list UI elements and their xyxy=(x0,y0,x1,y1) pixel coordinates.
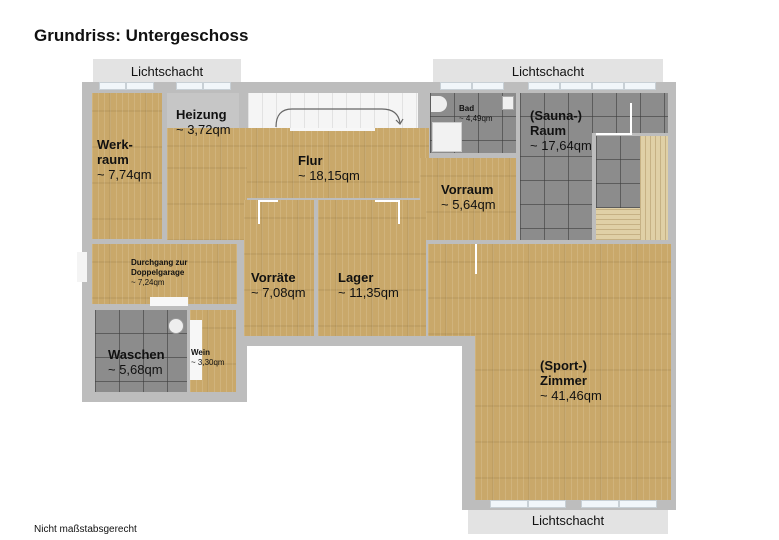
label-werkraum: Werk- raum ~ 7,74qm xyxy=(97,137,152,182)
window xyxy=(619,500,657,508)
window xyxy=(528,82,560,90)
window xyxy=(581,500,619,508)
sauna-cabin-floor xyxy=(596,136,640,208)
window xyxy=(176,82,203,90)
toilet-icon xyxy=(431,96,447,112)
lichtschacht-label: Lichtschacht xyxy=(130,64,204,79)
interior-wall xyxy=(258,200,278,202)
room-lager-floor xyxy=(318,200,426,336)
room-name: Waschen xyxy=(108,347,165,362)
label-heizung: Heizung ~ 3,72qm xyxy=(176,107,231,137)
room-area: ~ 3,72qm xyxy=(176,122,231,137)
label-vorraete: Vorräte ~ 7,08qm xyxy=(251,270,306,300)
sauna-bench-lower xyxy=(596,208,640,240)
lichtschacht-top-right: Lichtschacht xyxy=(433,59,663,84)
window xyxy=(472,82,504,90)
shower-tray-icon xyxy=(432,122,462,152)
room-area: ~ 17,64qm xyxy=(530,138,592,153)
sauna-bench xyxy=(640,136,668,240)
sink-icon xyxy=(502,96,514,110)
room-area: ~ 5,68qm xyxy=(108,362,163,377)
room-area: ~ 41,46qm xyxy=(540,388,602,403)
lichtschacht-top-left: Lichtschacht xyxy=(93,59,241,84)
washing-machine-icon xyxy=(168,318,184,334)
room-name: Vorräte xyxy=(251,270,296,285)
window xyxy=(560,82,592,90)
room-area: ~ 7,08qm xyxy=(251,285,306,300)
room-sauna-floor xyxy=(520,93,668,133)
room-area: ~ 3,30qm xyxy=(191,358,225,367)
room-name: Vorraum xyxy=(441,182,494,197)
lichtschacht-bottom-right: Lichtschacht xyxy=(468,508,668,534)
room-vorraum-floor xyxy=(420,158,516,240)
label-bad: Bad ~ 4,49qm xyxy=(459,104,493,124)
scale-disclaimer: Nicht maßstabsgerecht xyxy=(34,524,137,535)
room-name: Lager xyxy=(338,270,374,285)
staircase xyxy=(248,93,418,128)
door xyxy=(150,297,188,306)
stair-direction-arrow-icon xyxy=(275,108,404,128)
room-name: Raum xyxy=(530,123,567,138)
room-name: Heizung xyxy=(176,107,227,122)
window xyxy=(440,82,472,90)
interior-wall xyxy=(475,244,477,274)
room-name: Durchgang zur xyxy=(131,258,188,267)
room-sauna-floor-lower xyxy=(520,133,592,240)
interior-wall xyxy=(258,200,260,224)
label-wein: Wein ~ 3,30qm xyxy=(191,348,225,368)
room-area: ~ 5,64qm xyxy=(441,197,496,212)
window xyxy=(490,500,528,508)
page-title: Grundriss: Untergeschoss xyxy=(34,26,249,45)
room-flur-floor-ext xyxy=(167,150,247,240)
window xyxy=(203,82,231,90)
label-flur: Flur ~ 18,15qm xyxy=(298,153,360,183)
room-area: ~ 18,15qm xyxy=(298,168,360,183)
window xyxy=(528,500,566,508)
label-sauna: (Sauna-) Raum ~ 17,64qm xyxy=(530,108,592,153)
label-sportzimmer: (Sport-) Zimmer ~ 41,46qm xyxy=(540,358,602,403)
window xyxy=(592,82,624,90)
label-durchgang: Durchgang zur Doppelgarage ~ 7,24qm xyxy=(131,258,187,288)
room-area: ~ 11,35qm xyxy=(338,285,399,300)
interior-wall xyxy=(375,200,400,202)
room-name: Wein xyxy=(191,348,210,357)
lichtschacht-label: Lichtschacht xyxy=(531,513,605,528)
label-lager: Lager ~ 11,35qm xyxy=(338,270,399,300)
label-vorraum: Vorraum ~ 5,64qm xyxy=(441,182,496,212)
room-area: ~ 7,74qm xyxy=(97,167,152,182)
room-area: ~ 7,24qm xyxy=(131,278,165,287)
room-area: ~ 4,49qm xyxy=(459,114,493,123)
room-name: raum xyxy=(97,152,129,167)
lichtschacht-label: Lichtschacht xyxy=(511,64,585,79)
room-sportzimmer-floor-main xyxy=(475,244,671,500)
window xyxy=(99,82,126,90)
room-name: Doppelgarage xyxy=(131,268,185,277)
room-name: (Sport-) xyxy=(540,358,587,373)
room-name: Zimmer xyxy=(540,373,587,388)
interior-wall xyxy=(596,133,632,135)
room-durchgang-floor xyxy=(92,244,237,304)
interior-wall xyxy=(398,200,400,224)
room-name: Werk- xyxy=(97,137,133,152)
interior-wall xyxy=(630,103,632,133)
room-name: Flur xyxy=(298,153,323,168)
room-werkraum-floor xyxy=(92,93,162,239)
room-name: Bad xyxy=(459,104,475,113)
window xyxy=(126,82,154,90)
door xyxy=(290,128,375,131)
label-waschen: Waschen ~ 5,68qm xyxy=(108,347,165,377)
window xyxy=(624,82,656,90)
door xyxy=(190,320,202,380)
room-vorraete-floor xyxy=(244,200,314,336)
room-name: (Sauna-) xyxy=(530,108,582,123)
garage-door-opening xyxy=(77,252,87,282)
